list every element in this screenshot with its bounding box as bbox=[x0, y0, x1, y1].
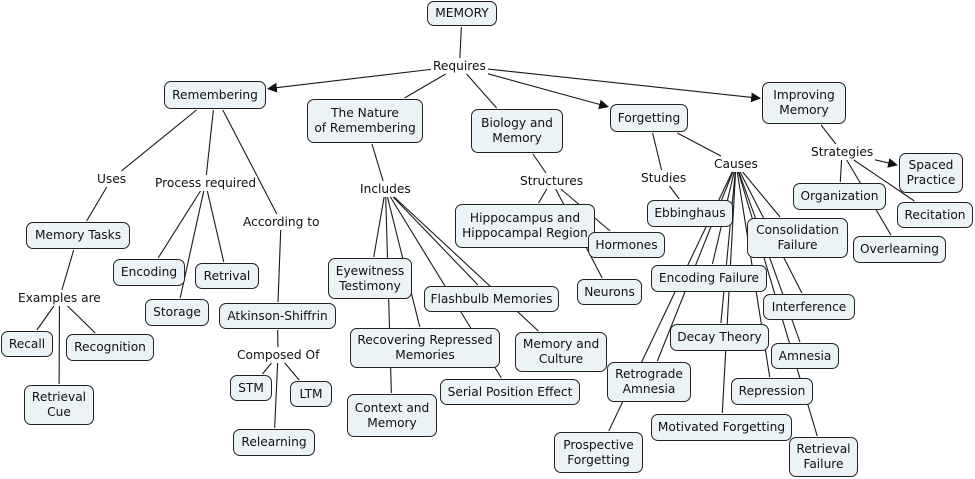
concept-ebbinghaus[interactable]: Ebbinghaus bbox=[647, 200, 733, 227]
connection-studies-ebbinghaus bbox=[669, 185, 680, 200]
concept-spaced-practice[interactable]: Spaced Practice bbox=[899, 153, 963, 193]
concept-organization[interactable]: Organization bbox=[793, 183, 886, 210]
concept-serial-position-effect[interactable]: Serial Position Effect bbox=[440, 379, 580, 405]
concept-retrival[interactable]: Retrival bbox=[195, 263, 259, 289]
connection-causes-decay bbox=[720, 171, 736, 324]
concept-motivated-forgetting[interactable]: Motivated Forgetting bbox=[651, 414, 792, 441]
connection-improving-strategies bbox=[820, 124, 837, 145]
connection-remembering-process_required bbox=[205, 109, 214, 176]
connection-memory_tasks-examples_are bbox=[61, 249, 75, 291]
connection-strategies-spaced bbox=[874, 158, 898, 168]
connection-biology-structures bbox=[532, 153, 547, 174]
connection-forgetting-studies bbox=[652, 132, 663, 171]
concept-remembering[interactable]: Remembering bbox=[164, 81, 266, 109]
concept-overlearning[interactable]: Overlearning bbox=[853, 236, 946, 263]
link-process-required: Process required bbox=[154, 176, 258, 190]
concept-consolidation-failure[interactable]: Consolidation Failure bbox=[747, 218, 848, 258]
connection-composed_of-relearning bbox=[274, 362, 279, 429]
link-examples-are: Examples are bbox=[17, 291, 102, 305]
link-structures: Structures bbox=[519, 174, 585, 188]
connection-forgetting-causes bbox=[677, 132, 722, 157]
concept-repression[interactable]: Repression bbox=[731, 378, 813, 405]
concept-amnesia[interactable]: Amnesia bbox=[771, 343, 839, 369]
concept-hormones[interactable]: Hormones bbox=[588, 232, 665, 258]
connection-remembering-uses bbox=[121, 109, 197, 172]
link-composed-of: Composed Of bbox=[236, 348, 321, 362]
concept-atkinson-shiffrin[interactable]: Atkinson-Shiffrin bbox=[219, 303, 336, 329]
connection-according_to-atkinson bbox=[277, 229, 282, 303]
concept-nature-of-remembering[interactable]: The Nature of Remembering bbox=[307, 99, 423, 143]
connection-requires-improving bbox=[487, 68, 761, 103]
connection-requires-biology bbox=[466, 73, 498, 109]
concept-storage[interactable]: Storage bbox=[145, 299, 209, 326]
concept-recovering-repressed-memories[interactable]: Recovering Repressed Memories bbox=[350, 328, 500, 368]
concept-improving-memory[interactable]: Improving Memory bbox=[762, 82, 846, 124]
connection-requires-nature bbox=[404, 73, 447, 99]
connection-process_required-retrival bbox=[206, 190, 225, 263]
concept-decay-theory[interactable]: Decay Theory bbox=[670, 324, 769, 351]
link-according-to: According to bbox=[242, 215, 321, 229]
connection-requires-remembering bbox=[267, 68, 432, 93]
concept-flashbulb-memories[interactable]: Flashbulb Memories bbox=[424, 286, 559, 312]
link-strategies: Strategies bbox=[810, 145, 875, 159]
link-causes: Causes bbox=[713, 157, 759, 171]
concept-memory-and-culture[interactable]: Memory and Culture bbox=[515, 332, 607, 372]
connection-strategies-organization bbox=[839, 159, 843, 183]
concept-interference[interactable]: Interference bbox=[763, 294, 855, 320]
connection-causes-consolidation bbox=[742, 171, 781, 218]
connection-process_required-encoding bbox=[157, 190, 201, 259]
connection-nature-includes bbox=[371, 143, 384, 182]
concept-ltm[interactable]: LTM bbox=[290, 381, 332, 407]
concept-recognition[interactable]: Recognition bbox=[66, 334, 154, 361]
connection-composed_of-stm bbox=[262, 362, 272, 375]
concept-stm[interactable]: STM bbox=[230, 375, 272, 401]
concept-prospective-forgetting[interactable]: Prospective Forgetting bbox=[554, 432, 643, 473]
concept-neurons[interactable]: Neurons bbox=[577, 279, 642, 305]
concept-retrieval-cue[interactable]: Retrieval Cue bbox=[24, 385, 94, 425]
connection-composed_of-ltm bbox=[284, 362, 300, 381]
connection-examples_are-recall bbox=[36, 305, 55, 331]
connection-examples_are-recognition bbox=[67, 305, 96, 334]
concept-relearning[interactable]: Relearning bbox=[233, 429, 315, 456]
connection-includes-eyewitness bbox=[373, 196, 385, 258]
concept-memory[interactable]: MEMORY bbox=[427, 1, 497, 26]
concept-encoding-failure[interactable]: Encoding Failure bbox=[651, 265, 767, 292]
concept-encoding[interactable]: Encoding bbox=[113, 259, 185, 286]
connection-structures-hippocampus bbox=[538, 188, 548, 204]
concept-forgetting[interactable]: Forgetting bbox=[610, 104, 688, 132]
link-includes: Includes bbox=[359, 182, 412, 196]
connection-remembering-according_to bbox=[222, 109, 278, 215]
connection-requires-forgetting bbox=[487, 73, 609, 110]
concept-memory-tasks[interactable]: Memory Tasks bbox=[26, 222, 130, 249]
link-requires: Requires bbox=[432, 59, 487, 73]
link-uses: Uses bbox=[96, 172, 128, 186]
concept-hippocampus[interactable]: Hippocampus and Hippocampal Region bbox=[455, 204, 595, 248]
concept-retrograde-amnesia[interactable]: Retrograde Amnesia bbox=[607, 362, 691, 402]
concept-biology-and-memory[interactable]: Biology and Memory bbox=[471, 109, 563, 153]
link-studies: Studies bbox=[640, 171, 688, 185]
concept-recitation[interactable]: Recitation bbox=[897, 202, 973, 228]
connection-memory-requires bbox=[459, 26, 462, 59]
connection-uses-memory_tasks bbox=[86, 186, 108, 222]
concept-eyewitness-testimony[interactable]: Eyewitness Testimony bbox=[328, 258, 412, 299]
concept-context-and-memory[interactable]: Context and Memory bbox=[347, 394, 437, 437]
concept-retrieval-failure[interactable]: Retrieval Failure bbox=[789, 437, 858, 477]
concept-recall[interactable]: Recall bbox=[1, 331, 53, 357]
